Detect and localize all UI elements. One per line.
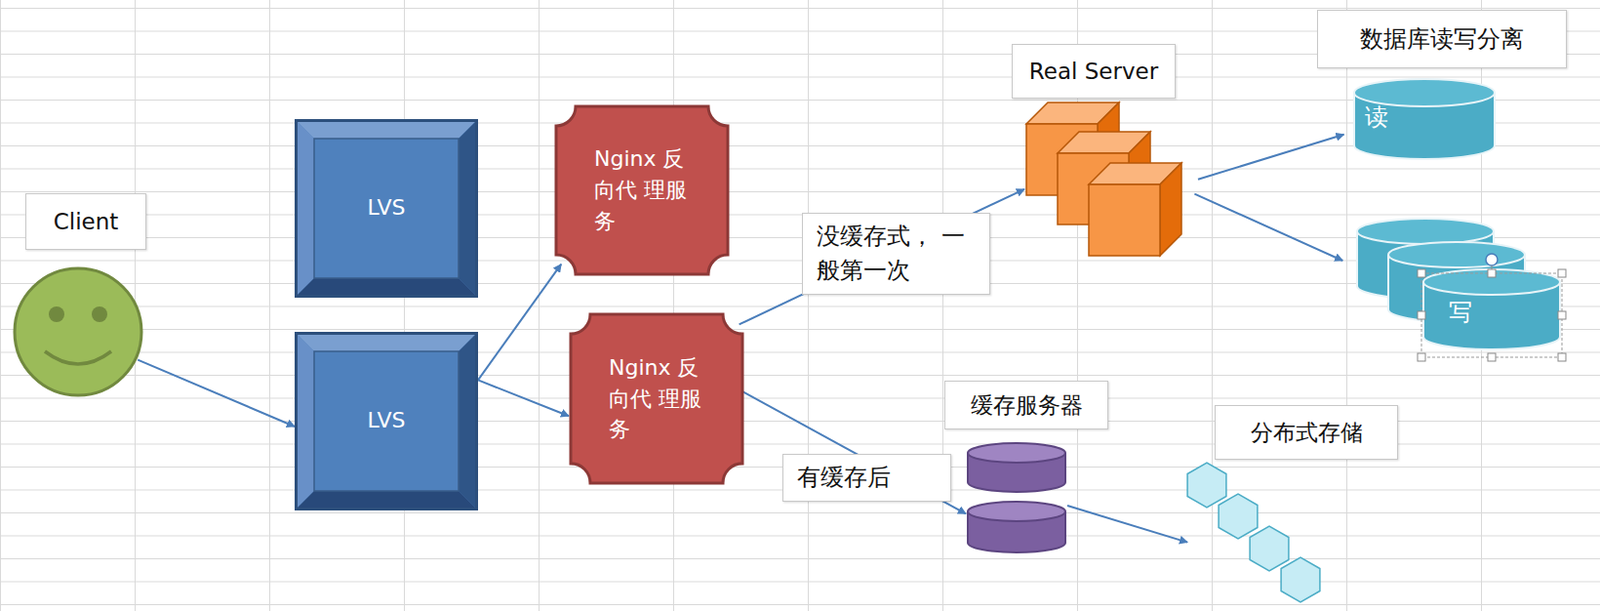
arrow-connector (478, 379, 569, 416)
edge-label: 没缓存式， 一般第一次 (801, 212, 991, 295)
text-holder: LVS (294, 331, 479, 511)
edge-label: 有缓存后 (782, 453, 952, 502)
cubes-node: Real Server (1011, 43, 1202, 264)
arrow-connector (1194, 194, 1343, 261)
node-text: 分布式存储 (1214, 404, 1399, 460)
node-text: Nginx 反向代 理服务 (608, 352, 705, 446)
node-text: 读 (1364, 101, 1389, 135)
cache-shape (965, 440, 1068, 559)
lvs-node: LVS (294, 331, 479, 511)
node-text: Nginx 反向代 理服务 (594, 143, 690, 238)
hex-shape (1178, 461, 1327, 603)
db3-node: 写 (1351, 216, 1566, 363)
node-text: LVS (367, 193, 406, 224)
hex-node: 分布式存储 (1178, 404, 1403, 605)
node-text: 写 (1448, 296, 1473, 330)
node-text: Client (25, 193, 147, 250)
arrow-connector (730, 384, 966, 514)
title-label: 数据库读写分离 (1317, 9, 1567, 69)
cubes-shape (1024, 100, 1199, 262)
text-holder: Nginx 反向代 理服务 (568, 312, 745, 485)
arrow-connector (739, 189, 1025, 325)
lvs-node: LVS (294, 119, 479, 298)
text-holder: Nginx 反向代 理服务 (554, 104, 730, 277)
node-text: 缓存服务器 (944, 380, 1109, 430)
arrow-connector (1067, 505, 1188, 543)
text-holder: LVS (294, 119, 479, 298)
db3-shape (1351, 216, 1566, 363)
arrow-connector (137, 360, 295, 427)
nginx-node: Nginx 反向代 理服务 (568, 312, 745, 485)
client-node: Client (11, 191, 149, 400)
node-text: Real Server (1011, 43, 1176, 99)
db1-node: 读 (1351, 76, 1498, 162)
nginx-node: Nginx 反向代 理服务 (554, 104, 730, 277)
arrow-connector (1198, 134, 1345, 180)
cache-node: 缓存服务器 (944, 380, 1111, 561)
client-shape (11, 265, 145, 399)
arrow-connector (478, 264, 561, 381)
node-text: LVS (367, 405, 406, 437)
